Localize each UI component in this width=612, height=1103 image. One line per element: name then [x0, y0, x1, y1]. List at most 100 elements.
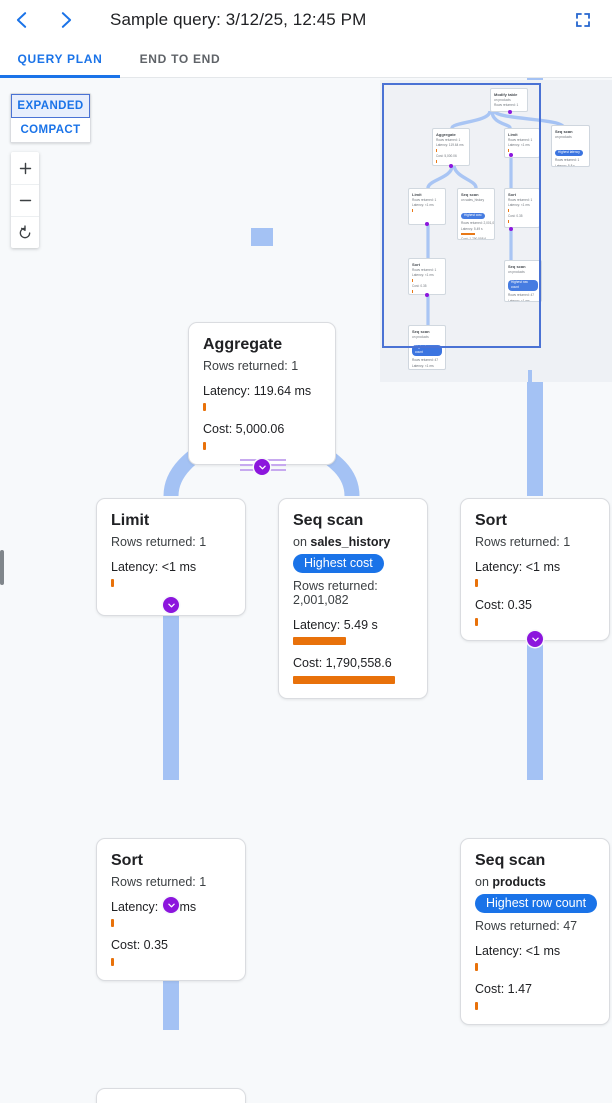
mini-toggle-dot[interactable] [508, 110, 512, 114]
mini-title: Seq scan [555, 129, 573, 134]
cost-bar [293, 676, 395, 685]
mini-node-limit-2[interactable]: Limit Rows returned: 1 Latency: <1 ms [408, 188, 446, 225]
mode-expanded-button[interactable]: EXPANDED [11, 94, 90, 118]
mini-line: Latency: <1 ms [412, 364, 434, 369]
node-rows: Rows returned: 1 [111, 534, 207, 549]
plus-icon [19, 162, 31, 174]
mini-badge-highest-cost: Highest cost [461, 213, 485, 219]
fullscreen-icon [576, 13, 590, 27]
tab-end-to-end[interactable]: END TO END [139, 51, 221, 66]
mini-title: Modify table [494, 92, 518, 97]
cost-bar [111, 958, 114, 967]
mini-line: Cost: 5,000.06 [436, 154, 457, 159]
node-title: Sort [111, 852, 143, 869]
mini-node-aggregate[interactable]: Aggregate Rows returned: 1 Latency: 119.… [432, 128, 470, 166]
mini-title: Sort [508, 192, 516, 197]
mini-node-seq-scan-sales-history[interactable]: Seq scan on sales_history Highest cost R… [457, 188, 495, 240]
node-subject-prefix: on [475, 874, 493, 889]
mini-title: Limit [508, 132, 518, 137]
mini-latency-tick [508, 149, 509, 153]
mini-line: Latency: <1 ms [412, 273, 434, 278]
mini-line: on products [508, 270, 525, 274]
mini-node-sort-right[interactable]: Sort Rows returned: 1 Latency: <1 ms Cos… [504, 188, 540, 228]
latency-bar [111, 579, 114, 588]
node-aggregate[interactable]: Aggregate Rows returned: 1 Latency: 119.… [188, 322, 336, 466]
node-limit[interactable]: Limit Rows returned: 1 Latency: <1 ms [96, 498, 246, 617]
latency-bar [475, 963, 478, 972]
tab-query-plan[interactable]: QUERY PLAN [0, 40, 120, 78]
minimap[interactable]: Modify table on products Rows returned: … [380, 80, 612, 382]
node-title: Sort [475, 512, 507, 529]
chevron-right-icon [61, 12, 72, 28]
mini-toggle-dot[interactable] [509, 153, 513, 157]
node-latency: Latency: 119.64 ms [203, 383, 312, 398]
cost-bar [475, 1002, 478, 1011]
back-button[interactable] [0, 0, 44, 40]
collapse-toggle-sort-right[interactable] [527, 631, 543, 647]
mini-line: Rows returned: 1 [494, 103, 519, 108]
mini-line: Latency: <1 ms [508, 143, 530, 148]
canvas-scrollbar-handle[interactable] [0, 550, 4, 585]
mini-line: Rows returned: 1 [555, 158, 580, 163]
mini-node-seq-scan-products-latency[interactable]: Seq scan on products Highest latency Row… [551, 125, 590, 167]
collapse-toggle-sort-left[interactable] [163, 897, 179, 913]
node-seq-scan-products-right[interactable]: Seq scan on products Highest row count R… [460, 838, 610, 1026]
mini-node-modify-table[interactable]: Modify table on products Rows returned: … [490, 88, 528, 112]
mini-toggle-dot[interactable] [425, 293, 429, 297]
node-seq-scan-sales-history[interactable]: Seq scan on sales_history Highest cost R… [278, 498, 428, 700]
minimap-viewport[interactable] [382, 83, 541, 348]
mini-node-seq-scan-products-right[interactable]: Seq scan on products Highest row count R… [504, 260, 542, 302]
mini-line: Latency: 5.8 s [555, 164, 575, 167]
mini-title: Aggregate [436, 132, 456, 137]
mode-compact-button[interactable]: COMPACT [11, 118, 90, 142]
chevron-left-icon [16, 12, 27, 28]
chevron-down-icon [531, 637, 539, 641]
fullscreen-button[interactable] [562, 0, 604, 40]
node-subject-table: products [492, 874, 546, 889]
node-cost: Cost: 0.35 [111, 938, 168, 953]
minus-icon [19, 199, 31, 202]
zoom-out-button[interactable] [11, 184, 39, 216]
mini-line: Latency: 119.64 ms [436, 143, 464, 148]
mini-line: Rows returned: 1 [412, 198, 437, 202]
collapse-toggle-limit[interactable] [163, 597, 179, 613]
chevron-down-icon [167, 603, 175, 607]
app-header: Sample query: 3/12/25, 12:45 PM [0, 0, 612, 40]
reset-view-button[interactable] [11, 216, 39, 248]
zoom-in-button[interactable] [11, 152, 39, 184]
node-latency: Latency: <1 ms [475, 943, 561, 958]
mini-line: Rows returned: 1 [508, 198, 533, 202]
node-seq-scan-products-bottom[interactable]: Seq scan on products Highest row count R… [96, 1088, 246, 1103]
mini-line: Latency: <1 ms [508, 203, 530, 208]
mini-toggle-dot[interactable] [449, 164, 453, 168]
forward-button[interactable] [44, 0, 88, 40]
node-title: Seq scan [293, 512, 364, 529]
node-subject: on products [475, 875, 595, 889]
zoom-controls [11, 152, 39, 248]
reset-icon [19, 224, 31, 238]
mini-badge-highest-row-count: Highest row count [508, 279, 538, 291]
node-title: Seq scan [475, 852, 546, 869]
node-sort-right[interactable]: Sort Rows returned: 1 Latency: <1 ms Cos… [460, 498, 610, 642]
status-badge-highest-cost: Highest cost [293, 553, 384, 573]
cost-bar [203, 442, 206, 451]
node-rows: Rows returned: 47 [475, 918, 578, 933]
display-mode-switch: EXPANDED COMPACT [10, 93, 91, 143]
mini-line: Rows returned: 1 [508, 138, 533, 142]
mini-title: Seq scan [461, 192, 479, 197]
node-subject: on sales_history [293, 535, 413, 549]
collapse-toggle-aggregate[interactable] [254, 459, 270, 475]
mini-title: Sort [412, 262, 420, 267]
node-title: Aggregate [203, 336, 283, 353]
mini-toggle-dot[interactable] [509, 227, 513, 231]
latency-bar [475, 579, 478, 588]
mini-line: Rows returned: 47 [412, 358, 439, 363]
mini-toggle-dot[interactable] [425, 222, 429, 226]
mini-line: on sales_history [461, 198, 485, 202]
mini-latency-tick [508, 209, 509, 213]
mini-node-sort-left[interactable]: Sort Rows returned: 1 Latency: <1 ms Cos… [408, 258, 446, 295]
mini-latency-tick [412, 209, 413, 213]
mini-title: Limit [412, 192, 422, 197]
node-latency: Latency: <1 ms [475, 559, 561, 574]
plan-canvas[interactable]: Modify table on products Rows returned L… [0, 78, 612, 1103]
